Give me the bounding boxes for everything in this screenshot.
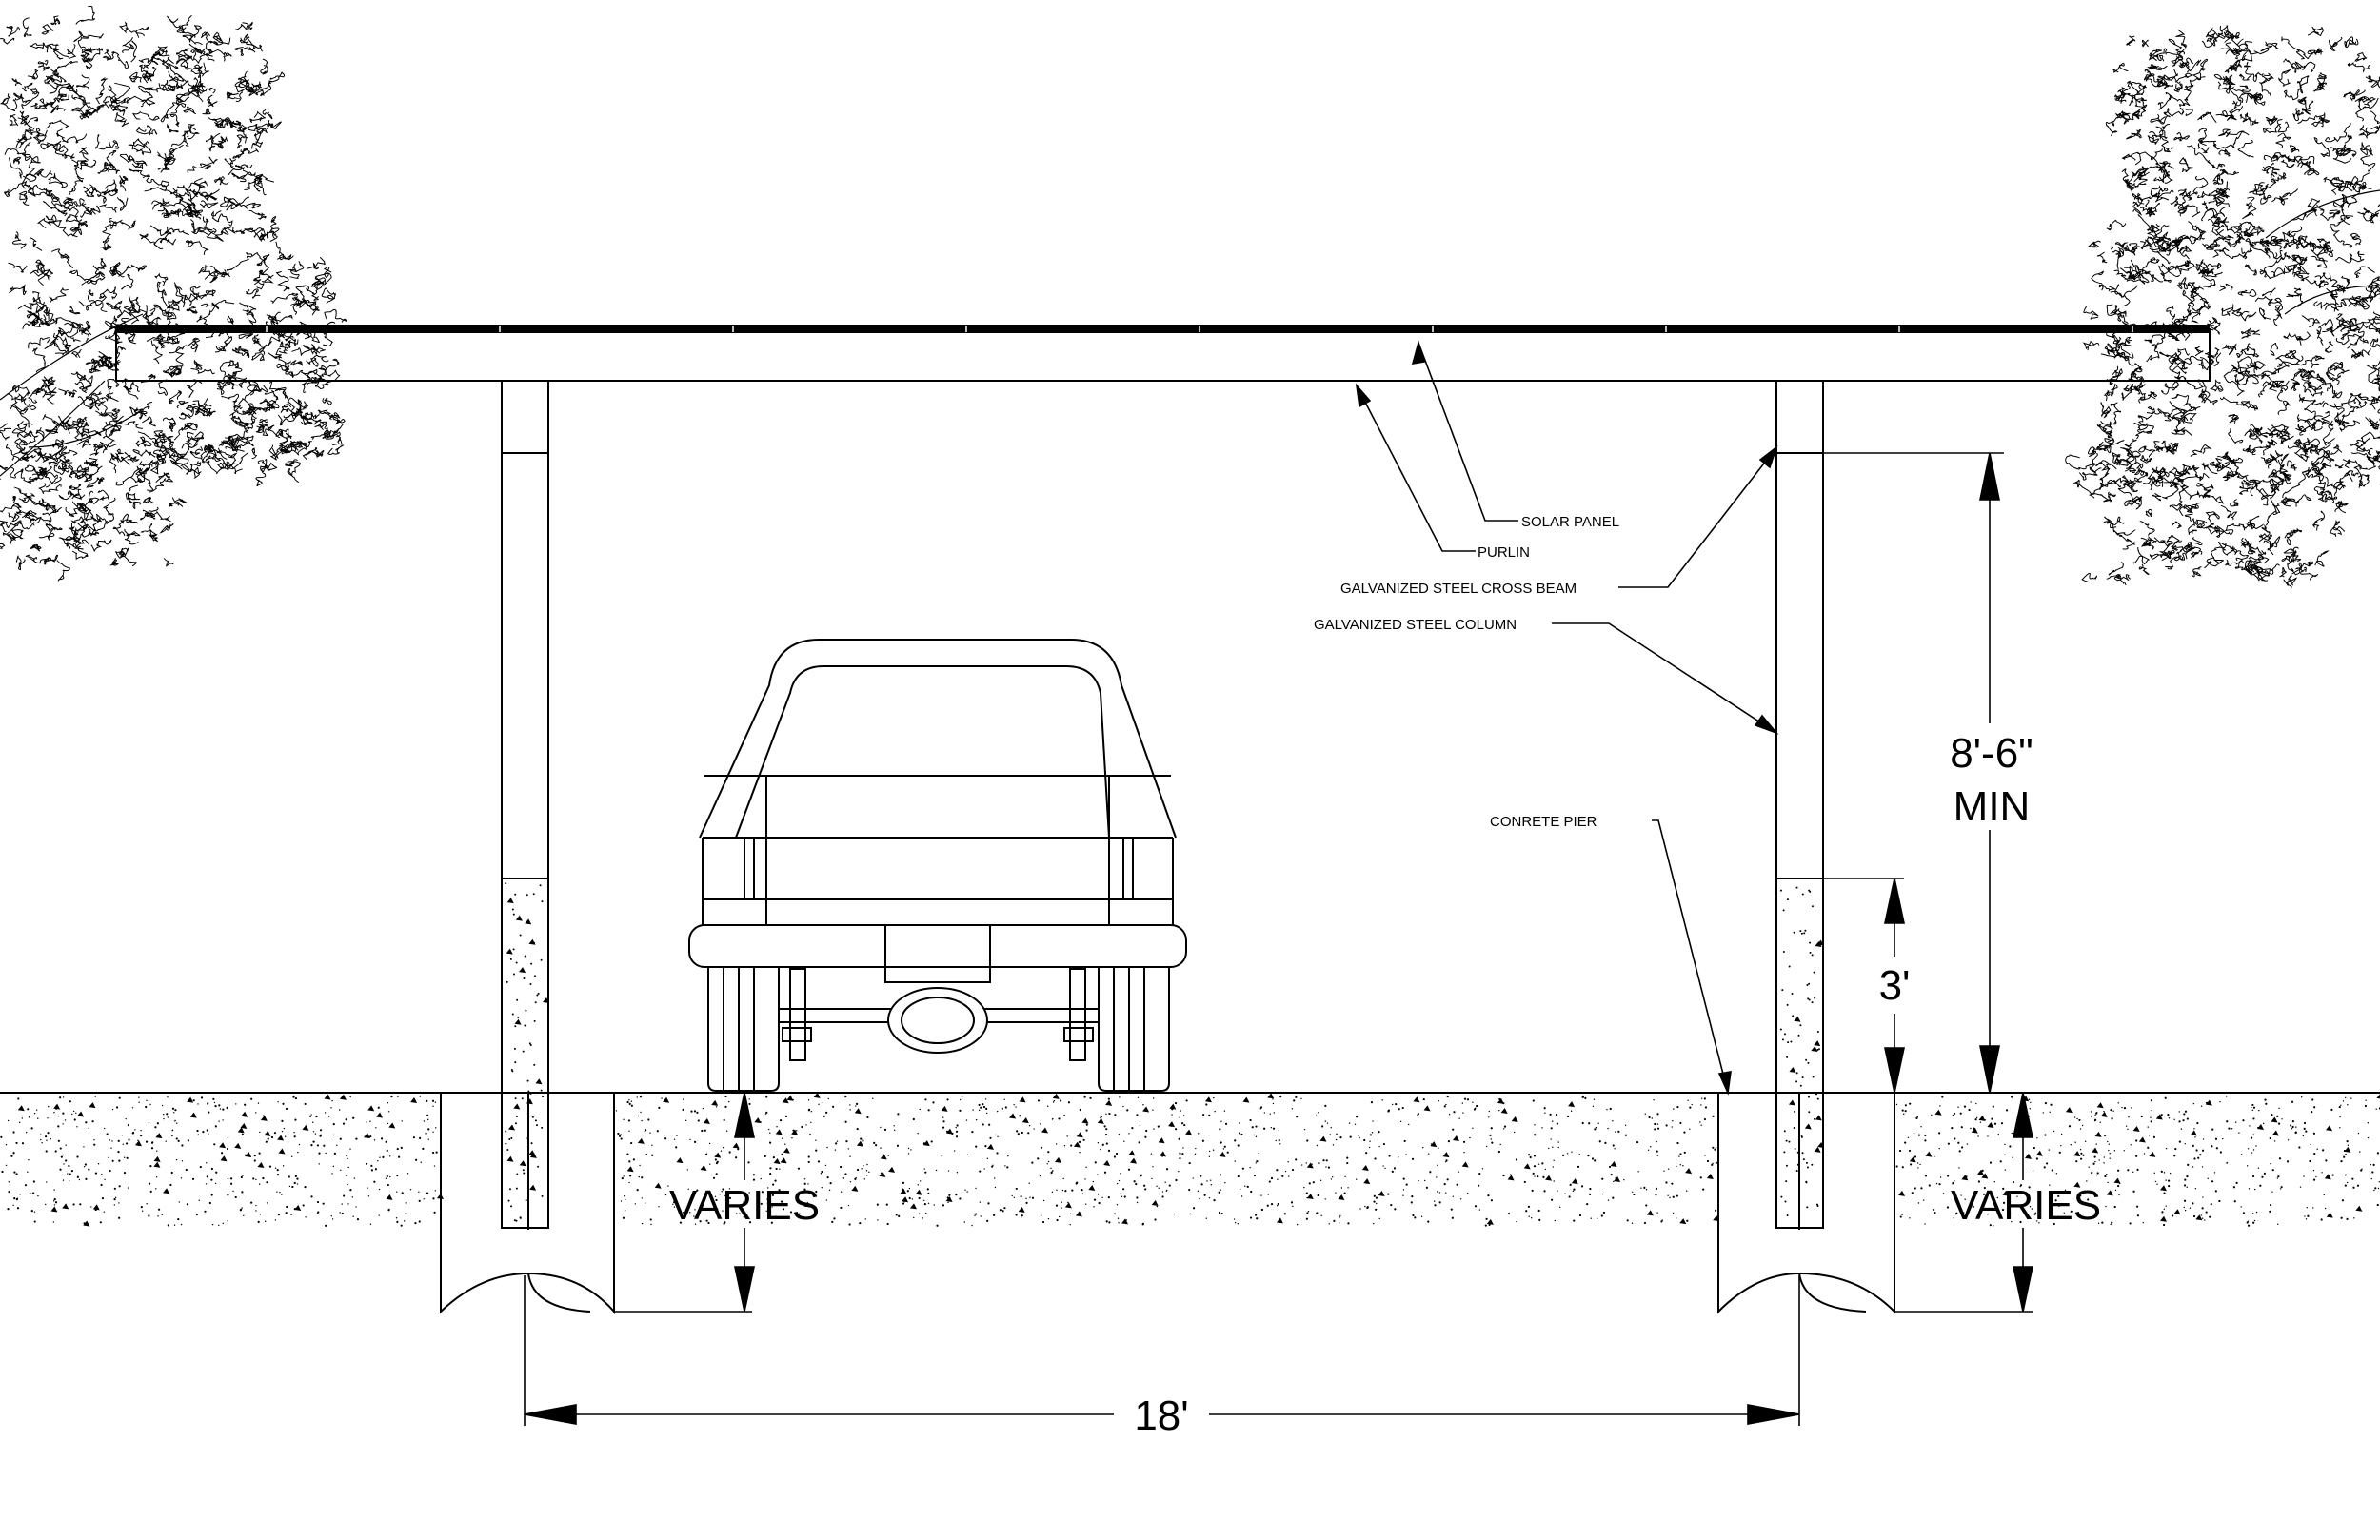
label-purlin: PURLIN — [1478, 544, 1530, 561]
dim-depth-left: VARIES — [669, 1182, 820, 1229]
dim-clearance-line1: 8'-6" — [1950, 730, 2033, 777]
leader-lines — [1355, 340, 1779, 1096]
tree-right — [2065, 25, 2380, 588]
truck — [688, 639, 1187, 1092]
tree-left — [0, 5, 347, 582]
dim-depth-right: VARIES — [1951, 1182, 2101, 1229]
purlin — [115, 328, 2211, 382]
dimension-lines — [524, 452, 2033, 1426]
dim-span: 18' — [1134, 1392, 1188, 1439]
label-pier: CONRETE PIER — [1490, 814, 1597, 830]
column-left — [501, 380, 549, 1229]
label-column: GALVANIZED STEEL COLUMN — [1314, 617, 1517, 633]
ground — [0, 1092, 2380, 1315]
dim-pier-above-grade: 3' — [1879, 962, 1911, 1009]
dim-clearance-line2: MIN — [1954, 783, 2031, 830]
label-solar-panel: SOLAR PANEL — [1521, 514, 1619, 530]
roof — [115, 325, 2211, 382]
solar-panel — [116, 325, 2210, 333]
label-cross-beam: GALVANIZED STEEL CROSS BEAM — [1340, 581, 1577, 597]
